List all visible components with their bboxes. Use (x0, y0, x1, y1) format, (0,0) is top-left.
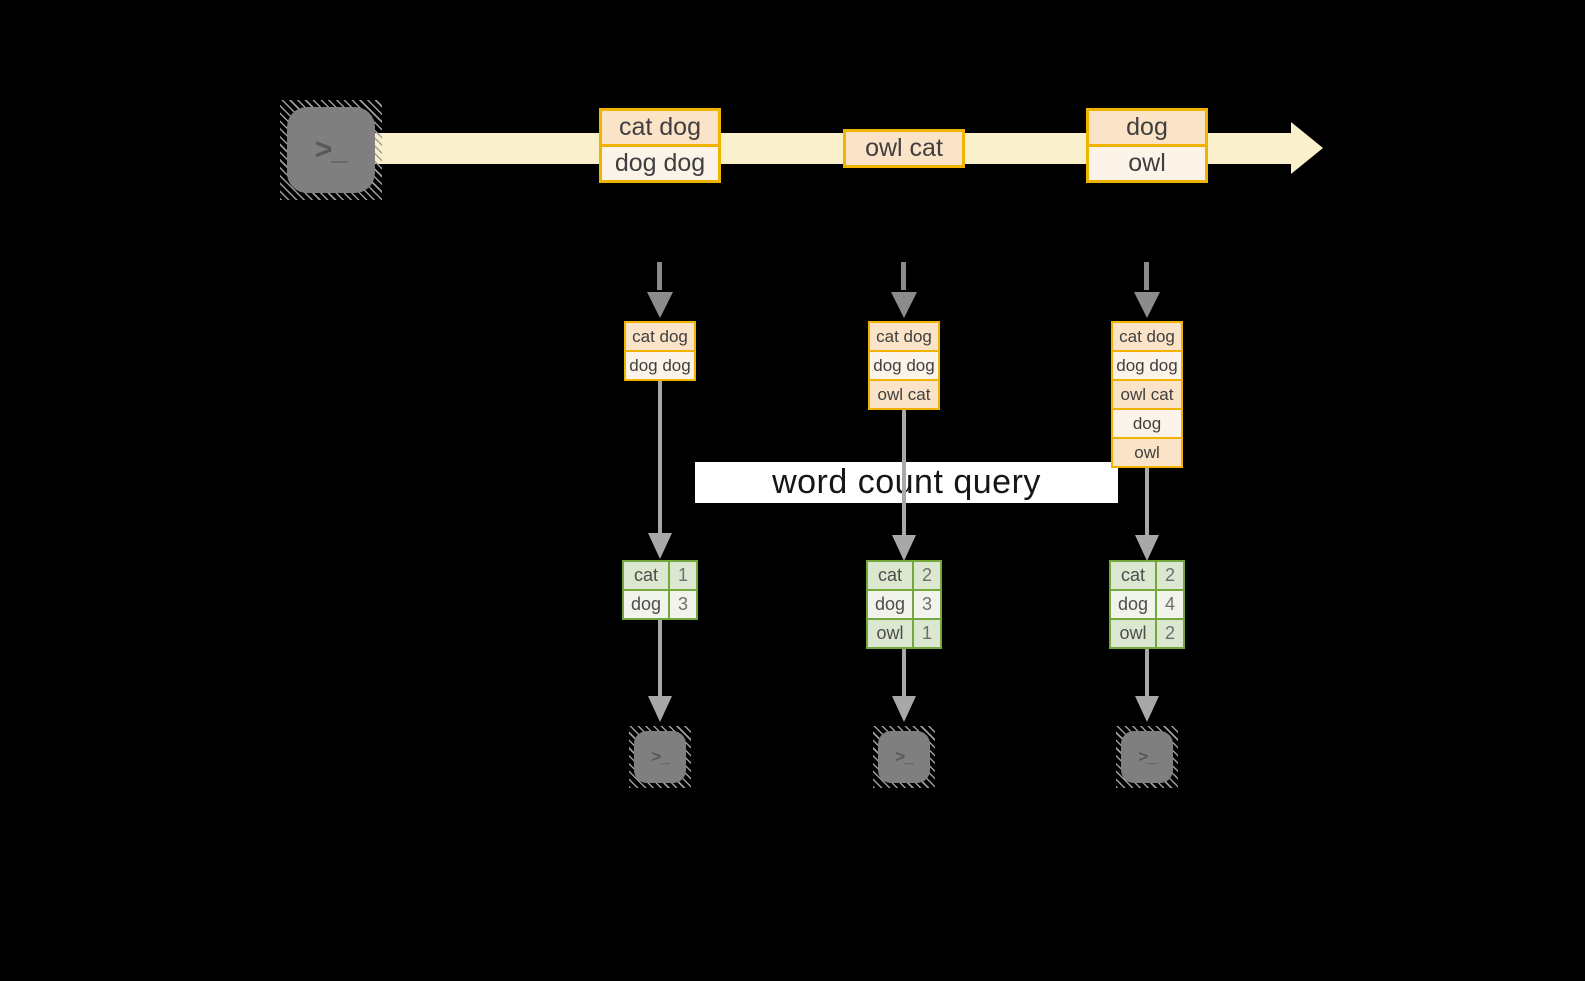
buffered-record-line: dog dog (624, 350, 696, 381)
count-cell: 2 (1155, 618, 1185, 649)
terminal-prompt-glyph: >_ (1138, 747, 1156, 766)
query-arrow-line (658, 381, 662, 533)
terminal-source-icon: >_ (280, 100, 382, 200)
terminal-sink-icon: >_ (629, 726, 691, 788)
count-cell: 1 (912, 618, 942, 649)
ingest-arrowhead-icon (647, 292, 673, 318)
word-cell: dog (622, 589, 670, 620)
buffered-record-line: dog (1111, 408, 1183, 439)
terminal-face: >_ (634, 731, 686, 783)
count-cell: 2 (1155, 560, 1185, 591)
count-cell: 3 (668, 589, 698, 620)
query-arrowhead-icon (648, 533, 672, 559)
terminal-face: >_ (1121, 731, 1173, 783)
count-cell: 4 (1155, 589, 1185, 620)
stream-record-line: dog dog (599, 144, 721, 183)
stream-record-line: owl cat (843, 129, 965, 168)
buffered-record-line: owl cat (1111, 379, 1183, 410)
terminal-face: >_ (878, 731, 930, 783)
stream-record-box: owl cat (843, 129, 965, 168)
terminal-prompt-glyph: >_ (651, 747, 669, 766)
word-cell: owl (866, 618, 914, 649)
stream-record-line: cat dog (599, 108, 721, 147)
sink-arrowhead-icon (892, 696, 916, 722)
stream-record-line: dog (1086, 108, 1208, 147)
word-cell: dog (1109, 589, 1157, 620)
ingest-arrowhead-icon (891, 292, 917, 318)
sink-arrow-line (658, 620, 662, 696)
buffered-record-line: dog dog (1111, 350, 1183, 381)
terminal-sink-icon: >_ (1116, 726, 1178, 788)
query-arrow-line (902, 410, 906, 535)
ingest-arrow-dash (901, 262, 906, 290)
sink-arrowhead-icon (1135, 696, 1159, 722)
word-cell: cat (866, 560, 914, 591)
sink-arrow-line (902, 649, 906, 696)
terminal-prompt-glyph: >_ (314, 133, 348, 166)
sink-arrow-line (1145, 649, 1149, 696)
buffered-record-line: cat dog (868, 321, 940, 352)
buffered-record-line: owl (1111, 437, 1183, 468)
query-arrowhead-icon (1135, 535, 1159, 561)
buffered-record-line: cat dog (624, 321, 696, 352)
buffered-record-line: cat dog (1111, 321, 1183, 352)
ingest-arrow-dash (657, 262, 662, 290)
sink-arrowhead-icon (648, 696, 672, 722)
word-cell: owl (1109, 618, 1157, 649)
buffered-record-line: dog dog (868, 350, 940, 381)
count-cell: 3 (912, 589, 942, 620)
word-cell: dog (866, 589, 914, 620)
terminal-prompt-glyph: >_ (895, 747, 913, 766)
word-cell: cat (1109, 560, 1157, 591)
ingest-arrow-dash (1144, 262, 1149, 290)
query-arrow-line (1145, 468, 1149, 535)
word-cell: cat (622, 560, 670, 591)
buffered-record-line: owl cat (868, 379, 940, 410)
query-arrowhead-icon (892, 535, 916, 561)
query-label-banner: word count query (695, 462, 1118, 503)
ingest-arrowhead-icon (1134, 292, 1160, 318)
count-cell: 2 (912, 560, 942, 591)
count-cell: 1 (668, 560, 698, 591)
terminal-face: >_ (287, 107, 375, 193)
stream-record-line: owl (1086, 144, 1208, 183)
terminal-sink-icon: >_ (873, 726, 935, 788)
stream-arrowhead-icon (1291, 122, 1323, 174)
